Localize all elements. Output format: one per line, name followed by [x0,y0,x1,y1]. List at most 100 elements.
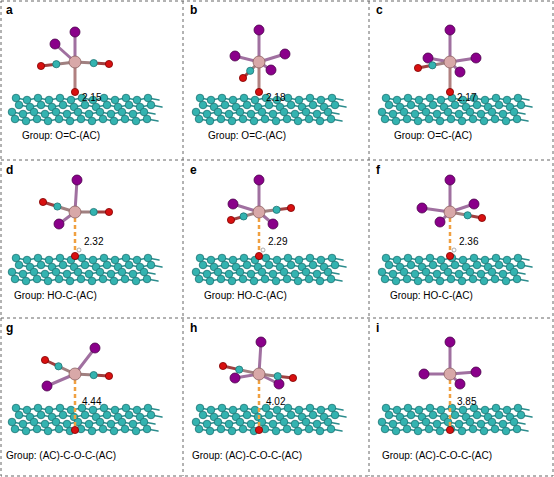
carbon-atom [133,406,141,414]
carbon-atom [295,96,303,104]
carbon-atom [294,117,302,125]
carbon-atom [96,418,104,426]
carbon-atom [192,268,200,276]
metal-atom [444,368,456,380]
carbon-atom [99,275,107,283]
carbon-atom [15,261,23,269]
bond-distance: 4.44 [82,396,101,407]
carbon-atom [12,254,20,262]
carbon-atom [510,418,518,426]
carbon-atom [199,101,207,109]
carbon-atom [302,108,310,116]
group-label: Group: HO-C-(AC) [204,290,287,301]
carbon-atom [196,94,204,102]
column-divider [369,1,370,476]
carbon-atom [385,261,393,269]
carbon-atom [488,268,496,276]
carbonyl-oxygen [287,204,294,211]
carbon-atom [218,94,226,102]
carbon-atom [52,108,60,116]
carbonyl-carbon [274,373,281,380]
carbon-atom [74,108,82,116]
iodine-atom [254,25,264,35]
carbon-atom [403,425,411,433]
bond-distance: 2.29 [268,236,287,247]
carbon-atom [291,420,299,428]
carbon-atom [129,420,137,428]
carbon-atom [45,406,53,414]
carbon-atom [22,427,30,435]
carbon-atom [199,261,207,269]
carbon-atom [295,256,303,264]
carbon-atom [225,270,233,278]
carbon-atom [473,411,481,419]
iodine-atom [254,175,264,185]
carbon-atom [294,277,302,285]
carbon-atom [81,261,89,269]
carbon-atom [331,411,339,419]
carbon-atom [228,277,236,285]
carbon-atom [306,404,314,412]
carbon-atom [393,96,401,104]
carbon-atom [239,275,247,283]
carbon-atom [110,277,118,285]
carbon-atom [451,261,459,269]
carbon-atom [309,261,317,269]
carbon-atom [23,256,31,264]
carbon-atom [41,270,49,278]
carbon-atom [144,94,152,102]
iodine-atom [70,27,80,37]
carbon-atom [455,110,463,118]
carbon-atom [8,268,16,276]
carbon-atom [316,427,324,435]
carbon-atom [437,256,445,264]
carbon-atom [52,418,60,426]
carbon-atom [129,110,137,118]
carbon-atom [503,256,511,264]
carbon-atom [324,268,332,276]
carbon-atom [331,101,339,109]
carbon-atom [66,117,74,125]
carbon-atom [477,270,485,278]
carbon-atom [302,268,310,276]
carbon-atom [433,420,441,428]
carbon-atom [144,404,152,412]
carbon-atom [239,115,247,123]
carbon-atom [214,418,222,426]
carbon-atom [67,96,75,104]
carbon-atom [12,404,20,412]
carbon-atom [11,115,19,123]
hydrogen-atom [77,248,81,252]
carbon-atom [477,110,485,118]
bond-distance: 2.18 [266,92,285,103]
iodine-atom [268,219,278,229]
carbon-atom [67,406,75,414]
carbon-atom [473,261,481,269]
metal-atom [69,206,81,218]
carbon-atom [261,275,269,283]
carbon-atom [250,277,258,285]
carbon-atom [243,101,251,109]
carbon-atom [287,411,295,419]
panel-letter: e [190,164,197,177]
carbon-atom [458,277,466,285]
carbon-atom [240,404,248,412]
carbon-atom [381,275,389,283]
carbon-atom [306,94,314,102]
carbon-atom [96,108,104,116]
carbon-atom [294,427,302,435]
carbon-atom [385,411,393,419]
bond-distance: 2.36 [459,236,478,247]
carbon-atom [480,117,488,125]
panel-letter: i [376,322,379,335]
panel-letter: a [6,4,13,17]
iodine-atom [455,67,465,77]
carbon-atom [107,110,115,118]
group-label: Group: (AC)-C-O-C-(AC) [192,450,302,461]
carbon-atom [55,425,63,433]
carbon-atom [283,275,291,283]
carbonyl-oxygen [37,62,44,69]
carbonyl-oxygen [105,208,112,215]
carbon-atom [243,411,251,419]
carbon-atom [385,101,393,109]
